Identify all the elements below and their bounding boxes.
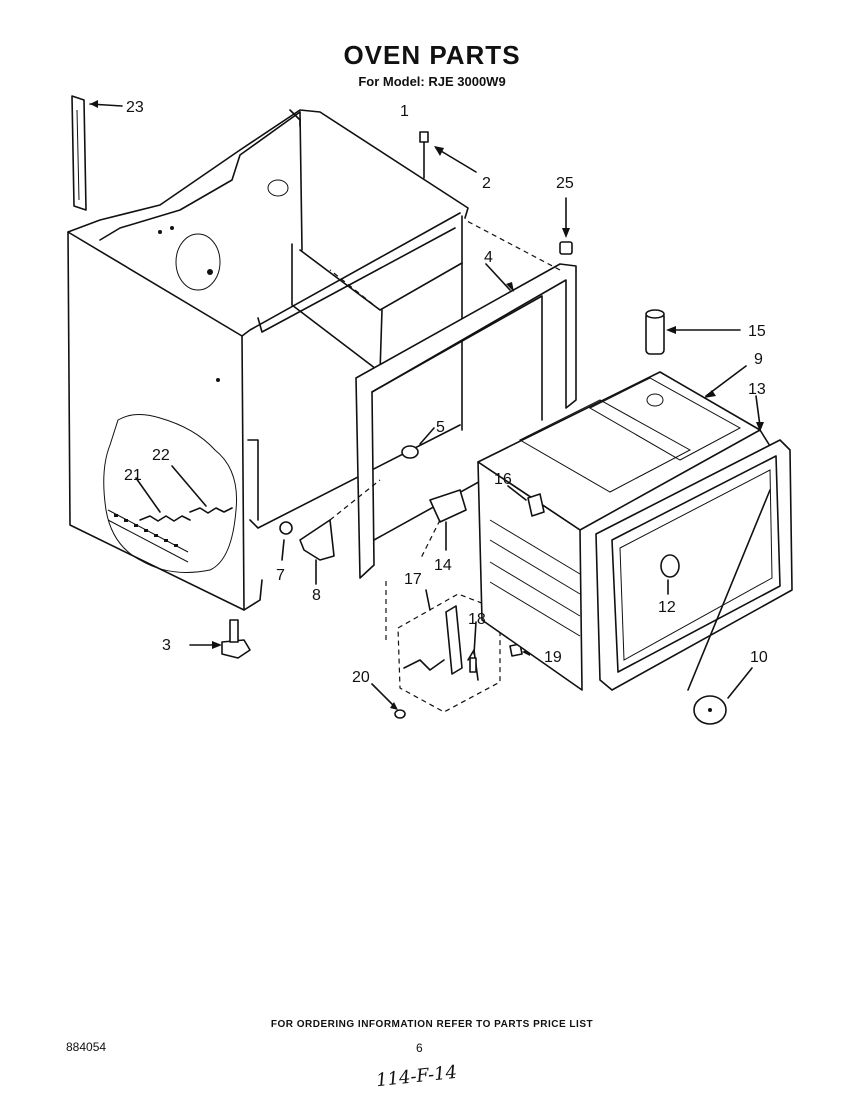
callout-25: 25 <box>556 175 574 192</box>
callout-9: 9 <box>754 351 763 368</box>
callout-7: 7 <box>276 567 285 584</box>
ordering-note: FOR ORDERING INFORMATION REFER TO PARTS … <box>270 1019 594 1030</box>
page-title: OVEN PARTS <box>343 40 521 70</box>
part-14-latch-bracket <box>419 489 467 561</box>
part-5-pin <box>401 427 435 459</box>
callout-21: 21 <box>124 467 142 484</box>
part-2-screw <box>419 131 477 179</box>
callout-13: 13 <box>748 381 766 398</box>
callout-5: 5 <box>436 419 445 436</box>
model-subtitle: For Model: RJE 3000W9 <box>358 74 506 89</box>
callout-15: 15 <box>748 323 766 340</box>
callout-18: 18 <box>468 611 486 628</box>
callout-2: 2 <box>482 175 491 192</box>
part-21-22-springs <box>135 465 233 522</box>
part-1-cabinet <box>67 109 469 611</box>
callout-3: 3 <box>162 637 171 654</box>
callout-1: 1 <box>400 103 409 120</box>
part-9-oven-liner <box>477 365 771 691</box>
document-number: 884054 <box>66 1040 107 1054</box>
callout-8: 8 <box>312 587 321 604</box>
callout-17: 17 <box>404 571 422 588</box>
part-10-cover <box>687 489 771 725</box>
callout-12: 12 <box>658 599 676 616</box>
callout-23: 23 <box>126 99 144 116</box>
callout-16: 16 <box>494 471 512 488</box>
part-7-8-bracket <box>279 479 381 585</box>
page-number: 6 <box>416 1041 423 1055</box>
part-16-light-socket <box>507 485 545 517</box>
part-12-light-lens <box>660 554 680 595</box>
callout-10: 10 <box>750 649 768 666</box>
callout-22: 22 <box>152 447 170 464</box>
part-13-gasket <box>595 395 793 691</box>
callout-19: 19 <box>544 649 562 666</box>
callout-4: 4 <box>484 249 493 266</box>
callout-14: 14 <box>434 557 452 574</box>
callout-20: 20 <box>352 669 370 686</box>
part-23-trim-strip <box>71 95 123 211</box>
part-17-latch-assembly <box>385 580 501 713</box>
part-15-vent-tube <box>645 309 741 355</box>
part-3-leveling-leg <box>189 619 251 659</box>
part-25-plug <box>559 197 573 255</box>
